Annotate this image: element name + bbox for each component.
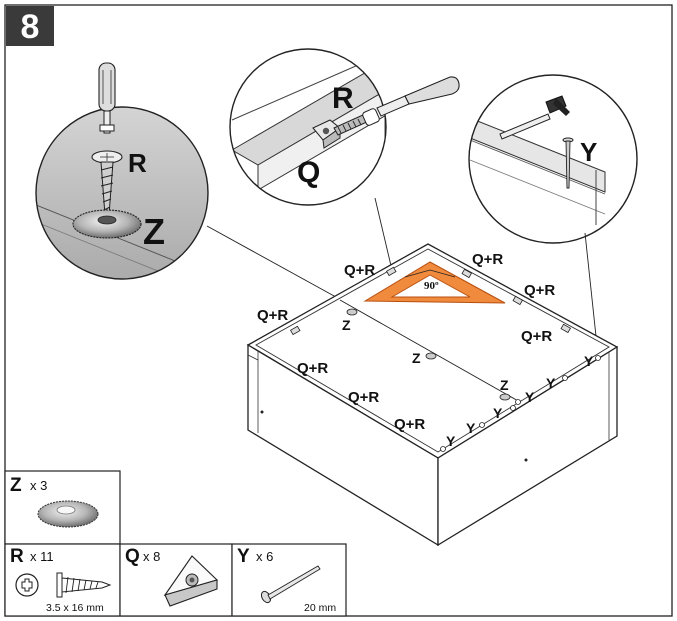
leader-middle (374, 197, 393, 271)
angle-label: 90º (424, 280, 439, 292)
label-z: Z (500, 377, 509, 393)
callout-left-z-label: Z (143, 211, 165, 252)
bracket-q-icon (312, 119, 341, 149)
part-qty: x 3 (30, 478, 47, 493)
part-size: 3.5 x 16 mm (46, 602, 104, 614)
parts-legend: Z x 3 R x 11 3.5 x 16 mm Q x 8 (4, 470, 347, 617)
callout-left: R Z (35, 62, 346, 303)
cabinet-box: 90º (246, 243, 619, 547)
part-letter: Z (10, 475, 22, 496)
label-y: Y (466, 420, 476, 436)
qr-bracket-marks (289, 266, 572, 336)
label-qr: Q+R (524, 282, 555, 299)
part-qty: x 8 (143, 549, 160, 564)
nail-y-icon (260, 565, 321, 604)
part-size: 20 mm (304, 602, 336, 614)
label-qr: Q+R (521, 328, 552, 345)
y-nail-marks (440, 355, 601, 452)
part-letter: Q (125, 546, 140, 567)
label-y: Y (525, 389, 535, 405)
part-qty: x 11 (30, 549, 54, 564)
label-qr: Q+R (394, 416, 425, 433)
callout-left-r-label: R (128, 148, 147, 178)
callout-middle-q-label: Q (297, 156, 320, 189)
step-badge: 8 (6, 6, 54, 46)
label-qr: Q+R (257, 307, 288, 324)
label-y: Y (546, 375, 556, 391)
leader-left (206, 225, 346, 303)
label-z: Z (412, 350, 421, 366)
board-labels: Q+R Q+R Q+R Q+R Q+R Q+R Q+R Q+R Z Z Z Y … (257, 251, 594, 449)
z-screw-marks (346, 308, 511, 401)
label-y: Y (446, 433, 456, 449)
part-letter: Y (237, 546, 250, 567)
callout-middle-r-label: R (332, 82, 354, 115)
label-y: Y (493, 405, 503, 421)
part-box-y (231, 543, 347, 617)
callout-middle: R Q (229, 48, 460, 271)
washer-z-icon (72, 209, 142, 239)
label-qr: Q+R (297, 360, 328, 377)
callout-right-y-label: Y (580, 137, 597, 167)
step-number: 8 (21, 8, 40, 46)
right-angle-square: 90º (363, 261, 506, 304)
hammer-icon (499, 95, 570, 140)
bracket-q-icon (163, 555, 219, 607)
label-qr: Q+R (348, 389, 379, 406)
label-qr: Q+R (472, 251, 503, 268)
part-letter: R (10, 546, 24, 567)
screwdriver-icon (98, 62, 116, 134)
washer-z-icon (37, 500, 99, 528)
screw-r-icon (56, 572, 112, 598)
label-y: Y (584, 353, 594, 369)
leader-right (584, 232, 599, 356)
callout-right: Y (468, 74, 638, 356)
part-qty: x 6 (256, 549, 273, 564)
label-z: Z (342, 317, 351, 333)
label-qr: Q+R (344, 262, 375, 279)
nail-y-icon (562, 137, 574, 189)
screwdriver-icon (333, 76, 460, 136)
phillips-head-icon (15, 573, 39, 597)
